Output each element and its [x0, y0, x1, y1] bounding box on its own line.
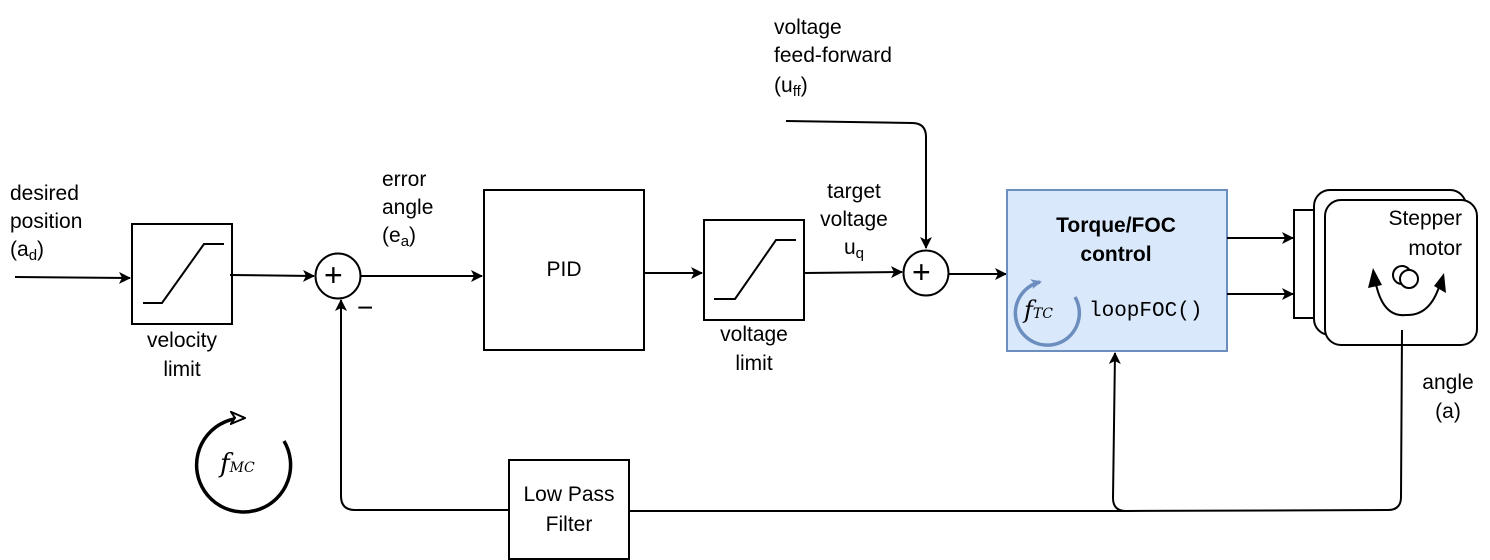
feed-forward-label: voltage feed-forward (uff) [774, 14, 892, 100]
stepper-motor-block[interactable] [1293, 189, 1478, 346]
voltage-limit-line2: limit [735, 352, 773, 375]
desired-position-label: desired position (ad) [10, 180, 82, 264]
lpf-line1: Low Pass [523, 483, 615, 506]
error-angle-line2: angle [382, 196, 434, 219]
error-summing-junction [314, 252, 362, 300]
symbol-close: ) [37, 238, 45, 261]
foc-loop-icon [1013, 279, 1082, 347]
target-voltage-line1: target [827, 180, 881, 203]
saturation-icon [714, 239, 796, 300]
subscript: q [855, 245, 865, 262]
desired-position-line1: desired [10, 182, 79, 205]
subscript: MC [229, 460, 255, 476]
symbol-close: ) [800, 74, 808, 97]
angle-line1: angle [1422, 371, 1474, 394]
lpf-line2: Filter [545, 513, 593, 536]
rotation-arrow-left [1368, 268, 1382, 288]
velocity-to-sum-arrow [229, 269, 315, 282]
subscript: a [400, 233, 410, 250]
error-angle-line1: error [382, 168, 427, 191]
voltage-limit-line1: voltage [720, 323, 788, 346]
subscript: ff [792, 83, 801, 100]
subscript: d [28, 247, 38, 264]
foc-line2: control [1080, 243, 1152, 266]
error-angle-label: error angle (ea) [382, 166, 433, 250]
angle-feedback-line [1108, 329, 1403, 513]
motion-loop-symbol: fMC [220, 450, 255, 482]
angle-line2: (a) [1435, 400, 1461, 423]
velocity-limit-label: velocity limit [132, 326, 232, 384]
error-angle-symbol: (ea) [382, 222, 433, 250]
voltage-summing-junction [902, 249, 950, 297]
saturation-icon [143, 243, 224, 304]
sum1-minus: − [357, 292, 374, 323]
loopfoc-function-label: loopFOC() [1089, 300, 1203, 323]
target-voltage-line2: voltage [820, 208, 888, 231]
angle-label: angle (a) [1410, 368, 1486, 426]
pid-block[interactable] [483, 189, 645, 351]
foc-control-label: Torque/FOC control [1007, 211, 1225, 269]
sum1-plus: + [324, 257, 343, 293]
rotation-arrow-right [1434, 273, 1446, 293]
feed-forward-line1: voltage [774, 16, 842, 39]
symbol: f [220, 449, 230, 479]
symbol: f [1024, 296, 1033, 324]
voltage-limit-label: voltage limit [704, 320, 804, 378]
foc-line1: Torque/FOC [1056, 214, 1176, 237]
motor-line2: motor [1408, 237, 1462, 260]
target-voltage-arrow [803, 266, 903, 279]
symbol: (u [774, 74, 793, 97]
low-pass-filter-label: Low Pass Filter [509, 480, 629, 540]
low-pass-filter-block[interactable] [508, 459, 630, 560]
symbol: u [843, 236, 856, 259]
velocity-limit-line2: limit [163, 358, 201, 381]
feed-forward-symbol: (uff) [774, 72, 892, 100]
desired-position-line2: position [10, 210, 83, 233]
stepper-motor-label: Stepper motor [1340, 204, 1462, 264]
shaft-icon-front [1399, 269, 1419, 289]
feed-forward-line2: feed-forward [774, 44, 892, 67]
sum2-plus: + [912, 254, 931, 290]
symbol-close: ) [409, 224, 417, 247]
target-voltage-symbol: uq [804, 234, 904, 262]
velocity-limit-block[interactable] [131, 223, 233, 325]
foc-control-block[interactable] [1006, 189, 1228, 352]
velocity-limit-line1: velocity [146, 329, 218, 352]
pid-label: PID [546, 258, 582, 281]
target-voltage-label: target voltage uq [804, 178, 904, 262]
foc-loop-symbol: fTC [1024, 296, 1053, 328]
motion-loop-icon [194, 418, 293, 514]
rotation-icon [1373, 272, 1442, 317]
subscript: TC [1032, 306, 1053, 322]
desired-position-symbol: (ad) [10, 236, 82, 264]
filtered-angle-feedback-arrow [335, 299, 509, 511]
desired-position-arrow [14, 271, 131, 284]
voltage-limit-block[interactable] [703, 219, 805, 321]
symbol: (e [382, 224, 401, 247]
feed-forward-arrow [785, 120, 932, 249]
motor-line1: Stepper [1388, 207, 1462, 230]
symbol: (a [10, 238, 29, 261]
